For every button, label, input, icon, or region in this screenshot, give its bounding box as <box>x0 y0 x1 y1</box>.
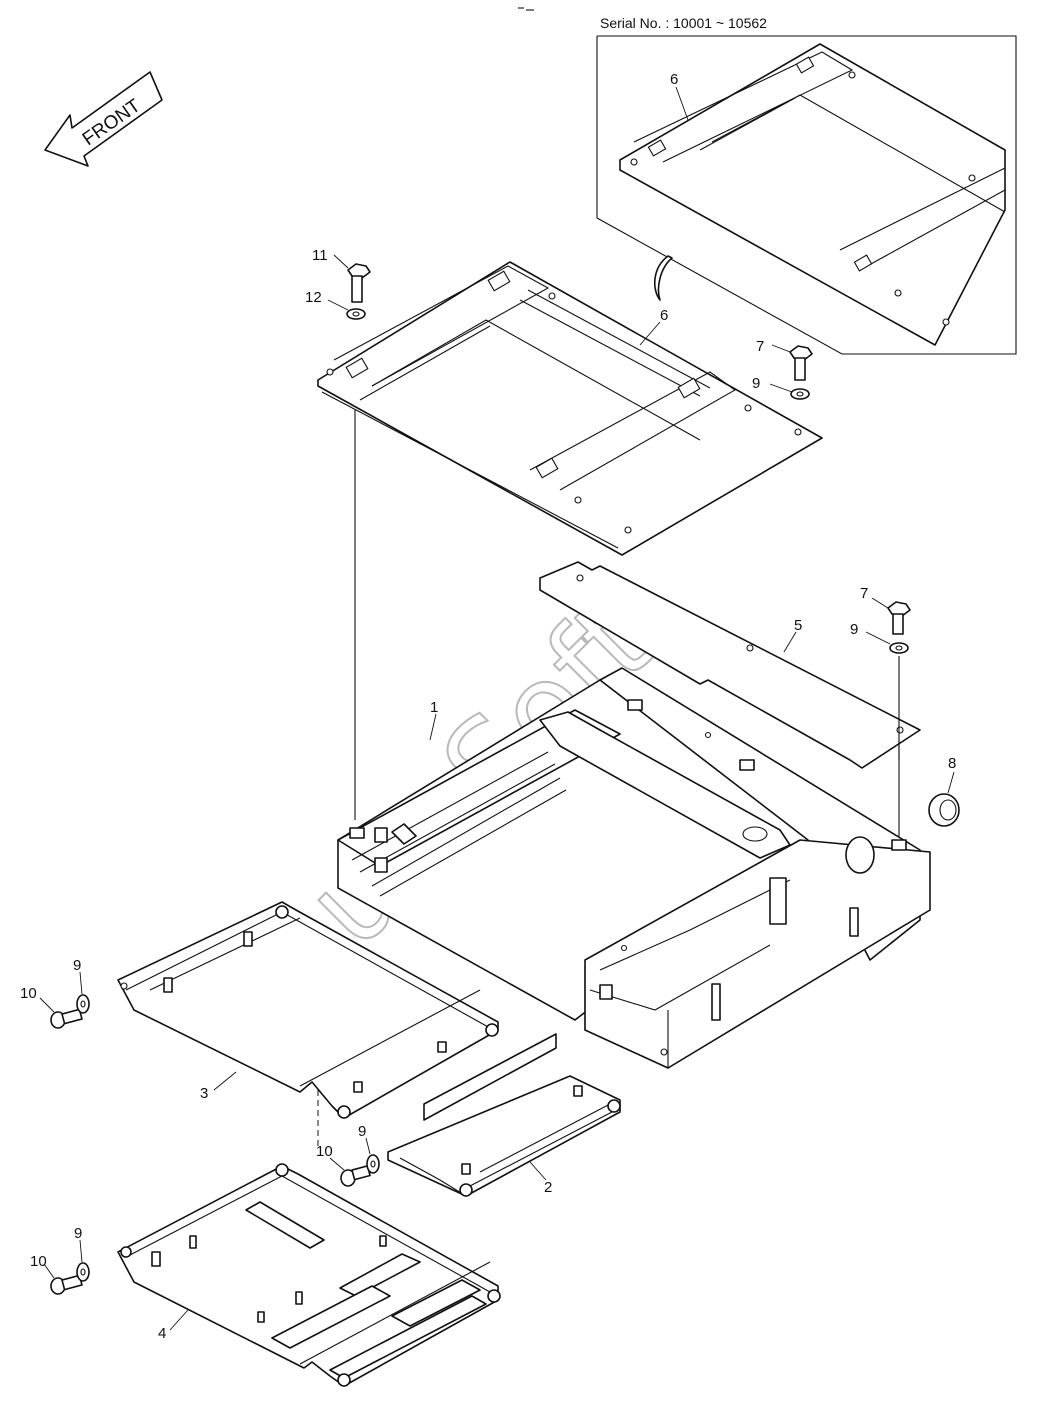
callout-8: 8 <box>948 755 956 772</box>
serial-inset: Serial No. : 10001 ~ 10562 6 <box>596 15 1017 355</box>
callout-9-left-c: 9 <box>74 1225 82 1242</box>
callout-10-b: 10 <box>316 1143 333 1160</box>
callout-1: 1 <box>430 699 438 716</box>
washer-9-left-b: 9 <box>358 1123 380 1174</box>
washer-9-mid: 9 <box>850 621 909 654</box>
callout-3: 3 <box>200 1085 208 1102</box>
washer-9-left-a: 9 <box>73 957 90 1014</box>
callout-11: 11 <box>312 247 328 264</box>
grommet-8: 8 <box>928 755 960 827</box>
inset-link-arrow <box>653 255 673 301</box>
bolt-11: 11 <box>312 247 371 303</box>
callout-7-lower: 7 <box>860 585 868 602</box>
washer-9-left-c: 9 <box>74 1225 90 1282</box>
bolt-7-upper: 7 <box>756 338 813 381</box>
callout-4: 4 <box>158 1325 166 1342</box>
bolt-10-c: 10 <box>30 1253 83 1295</box>
callout-2: 2 <box>544 1179 552 1196</box>
bolt-10-a: 10 <box>20 985 83 1029</box>
bolt-10-b: 10 <box>316 1143 371 1187</box>
tray-4: 4 <box>117 1163 501 1387</box>
callout-6-main: 6 <box>660 307 668 324</box>
front-arrow-icon: FRONT <box>44 71 163 167</box>
rail-2: 2 <box>387 1033 621 1197</box>
callout-6-inset: 6 <box>670 71 678 88</box>
tray-3: 3 <box>117 901 499 1119</box>
washer-9-top: 9 <box>752 375 810 400</box>
callout-9-top: 9 <box>752 375 760 392</box>
washer-12: 12 <box>305 289 366 320</box>
main-frame: 1 <box>337 667 931 1069</box>
callout-9-left-a: 9 <box>73 957 81 974</box>
callout-10-a: 10 <box>20 985 37 1002</box>
top-mark <box>518 7 534 11</box>
seat-plate: 6 <box>317 261 823 556</box>
callout-9-mid: 9 <box>850 621 858 638</box>
inset-seat-plate <box>619 43 1006 346</box>
serial-number-label: Serial No. : 10001 ~ 10562 <box>600 15 767 31</box>
callout-9-left-b: 9 <box>358 1123 366 1140</box>
cover-plate: 5 <box>539 561 921 769</box>
bolt-7-lower: 7 <box>860 585 911 635</box>
callout-7-upper: 7 <box>756 338 764 355</box>
callout-10-c: 10 <box>30 1253 47 1270</box>
callout-5: 5 <box>794 617 802 634</box>
callout-12: 12 <box>305 289 322 306</box>
